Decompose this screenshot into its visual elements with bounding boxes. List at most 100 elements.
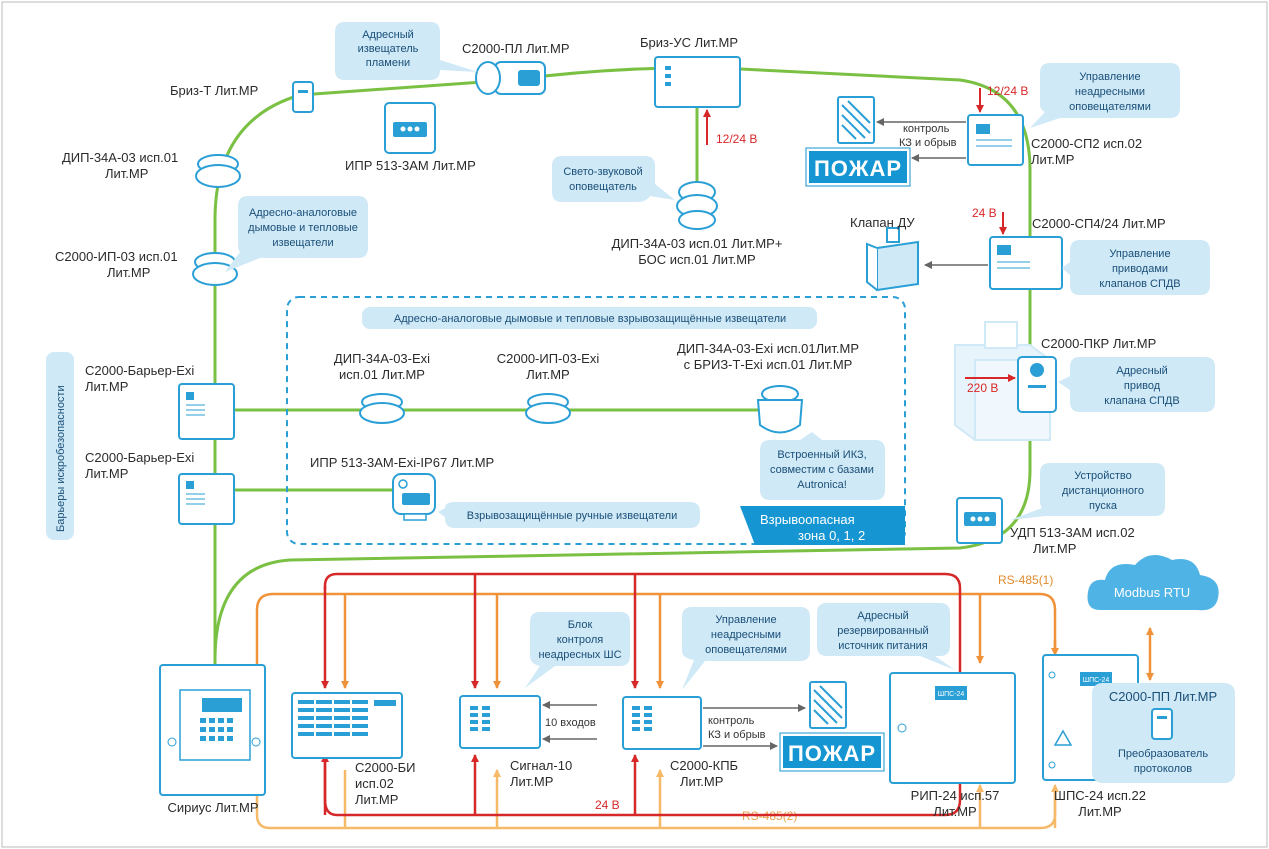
svg-text:12/24 В: 12/24 В xyxy=(987,84,1028,98)
svg-text:Адресно-аналоговые: Адресно-аналоговые xyxy=(249,207,357,219)
svg-text:Адресный: Адресный xyxy=(1116,365,1168,377)
ipr-513-device: ИПР 513-3АМ Лит.МР xyxy=(345,102,476,173)
svg-text:источник питания: источник питания xyxy=(838,640,928,652)
s2000-bi-device: С2000-БИ исп.02 Лит.МР xyxy=(291,692,416,807)
svg-text:приводами: приводами xyxy=(1112,263,1168,275)
svg-text:Лит.МР: Лит.МР xyxy=(1033,541,1076,556)
svg-text:Управление: Управление xyxy=(1079,71,1140,83)
exi-dip-device: ДИП-34А-03-Exi исп.01 Лит.МР xyxy=(334,351,430,424)
svg-text:Устройство: Устройство xyxy=(1074,470,1132,482)
svg-text:Сигнал-10: Сигнал-10 xyxy=(510,758,572,773)
svg-text:с БРИЗ-Т-Exi исп.01 Лит.МР: с БРИЗ-Т-Exi исп.01 Лит.МР xyxy=(684,357,853,372)
callout-nonaddr-bottom: Управление неадресными оповещателями xyxy=(682,607,810,690)
callout-rip: Адресный резервированный источник питани… xyxy=(817,603,955,670)
svg-text:РИП-24 исп.57: РИП-24 исп.57 xyxy=(911,788,1000,803)
svg-text:С2000-КПБ: С2000-КПБ xyxy=(670,758,738,773)
svg-text:исп.01 Лит.МР: исп.01 Лит.МР xyxy=(339,367,425,382)
klapan-device: Клапан ДУ xyxy=(850,215,919,292)
svg-text:Встроенный ИКЗ,: Встроенный ИКЗ, xyxy=(777,449,866,461)
svg-text:12/24 В: 12/24 В xyxy=(716,132,757,146)
svg-text:контроль: контроль xyxy=(903,123,950,135)
zone-label-1: Взрывоопасная xyxy=(760,512,855,527)
svg-text:С2000-ИП-03-Exi: С2000-ИП-03-Exi xyxy=(497,351,600,366)
svg-text:КЗ и обрыв: КЗ и обрыв xyxy=(899,137,957,149)
svg-text:БОС исп.01 Лит.МР: БОС исп.01 Лит.МР xyxy=(638,252,755,267)
briz-us-label: Бриз-УС Лит.МР xyxy=(640,35,738,50)
callout-flame: Адресный извещатель пламени xyxy=(335,22,478,80)
svg-text:ПОЖАР: ПОЖАР xyxy=(814,156,902,181)
svg-text:С2000-СП4/24 Лит.МР: С2000-СП4/24 Лит.МР xyxy=(1032,216,1166,231)
svg-text:контроль: контроль xyxy=(708,715,755,727)
svg-text:220 В: 220 В xyxy=(967,381,998,395)
ten-inputs: 10 входов xyxy=(545,717,596,729)
svg-text:УДП 513-3АМ исп.02: УДП 513-3АМ исп.02 xyxy=(1010,525,1135,540)
svg-text:С2000-ПП Лит.МР: С2000-ПП Лит.МР xyxy=(1109,689,1217,704)
svg-text:ШПС-24: ШПС-24 xyxy=(938,691,965,698)
pkr-device: 220 В С2000-ПКР Лит.МР xyxy=(954,321,1156,441)
modbus-cloud: Modbus RTU xyxy=(1087,555,1219,681)
barrier-2-device: С2000-Барьер-Exi Лит.МР xyxy=(85,450,235,525)
svg-text:Лит.МР: Лит.МР xyxy=(107,265,150,280)
svg-text:неадресными: неадресными xyxy=(711,629,781,641)
svg-text:Адресный: Адресный xyxy=(362,29,414,41)
callout-valves: Управление приводами клапанов СПДВ xyxy=(1062,240,1210,295)
svg-text:привод: привод xyxy=(1124,380,1161,392)
svg-text:исп.02: исп.02 xyxy=(355,776,394,791)
s2000-pl-label: С2000-ПЛ Лит.МР xyxy=(462,41,570,56)
svg-text:ДИП-34А-03-Exi: ДИП-34А-03-Exi xyxy=(334,351,430,366)
s2000-kpb-device: контроль КЗ и обрыв С2000-КПБ Лит.МР xyxy=(622,696,806,789)
svg-text:Управление: Управление xyxy=(715,614,776,626)
svg-text:ШПС-24: ШПС-24 xyxy=(1083,677,1110,684)
svg-text:Лит.МР: Лит.МР xyxy=(85,379,128,394)
svg-text:Лит.МР: Лит.МР xyxy=(526,367,569,382)
ipr-513-label: ИПР 513-3АМ Лит.МР xyxy=(345,158,476,173)
svg-text:ДИП-34А-03-Exi исп.01Лит.МР: ДИП-34А-03-Exi исп.01Лит.МР xyxy=(677,341,859,356)
briz-t-label: Бриз-Т Лит.МР xyxy=(170,83,258,98)
svg-text:Барьеры искробезопасности: Барьеры искробезопасности xyxy=(55,385,67,532)
s2000-sp4-device: 24 В С2000-СП4/24 Лит.МР xyxy=(924,206,1166,290)
svg-text:резервированный: резервированный xyxy=(837,625,928,637)
svg-text:Autronica!: Autronica! xyxy=(797,479,847,491)
svg-text:Лит.МР: Лит.МР xyxy=(680,774,723,789)
svg-text:извещатель: извещатель xyxy=(358,43,419,55)
svg-text:ИПР 513-3АМ-Exi-IP67 Лит.МР: ИПР 513-3АМ-Exi-IP67 Лит.МР xyxy=(310,455,494,470)
svg-text:Лит.МР: Лит.МР xyxy=(85,466,128,481)
svg-text:Блок: Блок xyxy=(568,619,593,631)
svg-text:Клапан ДУ: Клапан ДУ xyxy=(850,215,915,230)
svg-text:оповещатель: оповещатель xyxy=(569,181,637,193)
svg-text:Адресный: Адресный xyxy=(857,610,909,622)
barrier-1-device: С2000-Барьер-Exi Лит.МР xyxy=(85,363,235,440)
svg-text:Modbus RTU: Modbus RTU xyxy=(1114,585,1190,600)
svg-text:неадресных ШС: неадресных ШС xyxy=(538,649,621,661)
addressable-loop xyxy=(213,66,1032,665)
callout-nonaddr-top: Управление неадресными оповещателями xyxy=(1030,63,1180,128)
siren-device-bottom xyxy=(809,681,847,729)
power-24v-label: 24 В xyxy=(595,798,620,812)
svg-text:ДИП-34А-03 исп.01 Лит.МР+: ДИП-34А-03 исп.01 Лит.МР+ xyxy=(612,236,783,251)
svg-text:Взрывозащищённые ручные извеща: Взрывозащищённые ручные извещатели xyxy=(467,510,677,522)
svg-text:Преобразователь: Преобразователь xyxy=(1118,748,1208,760)
svg-text:С2000-Барьер-Exi: С2000-Барьер-Exi xyxy=(85,363,194,378)
s2000-sp2-device: 12/24 В С2000-СП2 исп.02 Лит.МР контроль… xyxy=(876,84,1142,167)
rs485-2-line xyxy=(255,769,1059,830)
callout-exi-header: Адресно-аналоговые дымовые и тепловые вз… xyxy=(362,307,817,329)
svg-text:контроля: контроля xyxy=(557,634,604,646)
dip-bos-device: ДИП-34А-03 исп.01 Лит.МР+ БОС исп.01 Лит… xyxy=(612,181,783,267)
svg-text:Адресно-аналоговые дымовые и т: Адресно-аналоговые дымовые и тепловые вз… xyxy=(394,313,786,325)
svg-text:извещатели: извещатели xyxy=(272,237,333,249)
s2000-ip-left: С2000-ИП-03 исп.01 Лит.МР xyxy=(55,249,238,286)
udp-device: УДП 513-3АМ исп.02 Лит.МР xyxy=(956,497,1135,556)
svg-text:оповещателями: оповещателями xyxy=(1069,101,1151,113)
svg-text:Лит.МР: Лит.МР xyxy=(355,792,398,807)
svg-text:Управление: Управление xyxy=(1109,248,1170,260)
svg-text:ШПС-24 исп.22: ШПС-24 исп.22 xyxy=(1054,788,1146,803)
svg-text:Лит.МР: Лит.МР xyxy=(510,774,553,789)
flame-detector-device: С2000-ПЛ Лит.МР xyxy=(462,41,570,95)
svg-text:С2000-ИП-03 исп.01: С2000-ИП-03 исп.01 xyxy=(55,249,178,264)
rip-24-device: ШПС-24 РИП-24 исп.57 Лит.МР xyxy=(889,672,1016,819)
dip-34a-left: ДИП-34А-03 исп.01 Лит.МР xyxy=(62,150,241,188)
siren-device-top xyxy=(837,96,875,144)
svg-text:ДИП-34А-03 исп.01: ДИП-34А-03 исп.01 xyxy=(62,150,178,165)
svg-text:Сириус Лит.МР: Сириус Лит.МР xyxy=(167,800,258,815)
